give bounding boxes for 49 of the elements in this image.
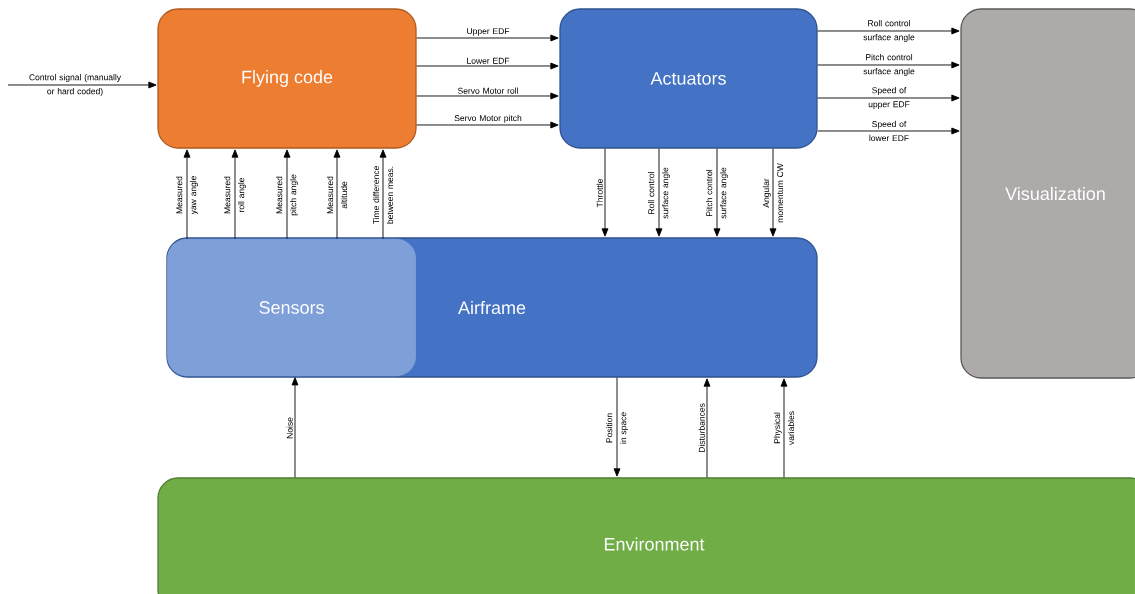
environment-box: Environment: [157, 477, 1135, 594]
edge-label: Servo Motor pitch: [454, 114, 522, 123]
arrow: [183, 149, 191, 240]
edge-label: Roll control surface angle: [863, 20, 915, 42]
edge-label: Roll control surface angle: [648, 167, 670, 219]
edge-label: Disturbances: [698, 403, 705, 453]
edge-label: Pitch control surface angle: [863, 54, 915, 76]
edge-label: Position in space: [606, 412, 628, 444]
arrow: [7, 81, 157, 89]
edge-label: Angular momentum CW: [762, 163, 784, 223]
edge-label: Speed of upper EDF: [868, 87, 910, 109]
edge-label: Measured pitch angle: [276, 174, 298, 216]
arrow: [613, 377, 621, 477]
arrow: [416, 121, 559, 129]
arrow: [416, 92, 559, 100]
arrow: [817, 94, 960, 102]
edge-label: Physical variables: [773, 411, 795, 445]
arrow: [817, 61, 960, 69]
edge-label: Throttle: [596, 178, 603, 208]
arrow: [817, 127, 960, 135]
arrow: [333, 149, 341, 240]
arrow: [379, 149, 387, 240]
arrow: [416, 34, 559, 42]
edge-label: Servo Motor roll: [457, 87, 518, 94]
arrow: [703, 378, 711, 478]
arrow: [769, 148, 777, 237]
arrow: [817, 27, 960, 35]
visualization-box: Visualization: [960, 8, 1135, 379]
arrow: [655, 148, 663, 237]
arrow: [291, 377, 299, 478]
code-box: Flying code: [157, 8, 417, 149]
sensor-box: Sensors: [167, 238, 417, 377]
edge-label: Measured yaw angle: [176, 176, 198, 215]
edge-label: Lower EDF: [467, 57, 510, 64]
edge-label: Pitch control surface angle: [706, 167, 728, 219]
edge-label: Measured roll angle: [224, 176, 246, 214]
arrow: [713, 148, 721, 237]
arrow: [231, 149, 239, 240]
edge-label: Noise: [286, 417, 293, 439]
edge-label: Speed of lower EDF: [869, 120, 909, 142]
edge-label: Measured altitude: [326, 176, 348, 214]
actuator-box: Actuators: [559, 8, 818, 149]
arrow: [780, 378, 788, 478]
arrow: [416, 62, 559, 70]
edge-label: Control signal (manually or hard coded): [29, 74, 122, 96]
edge-label: Time difference between meas.: [372, 166, 394, 225]
edge-label: Upper EDF: [467, 28, 510, 36]
arrow: [601, 148, 609, 237]
arrow: [283, 149, 291, 240]
